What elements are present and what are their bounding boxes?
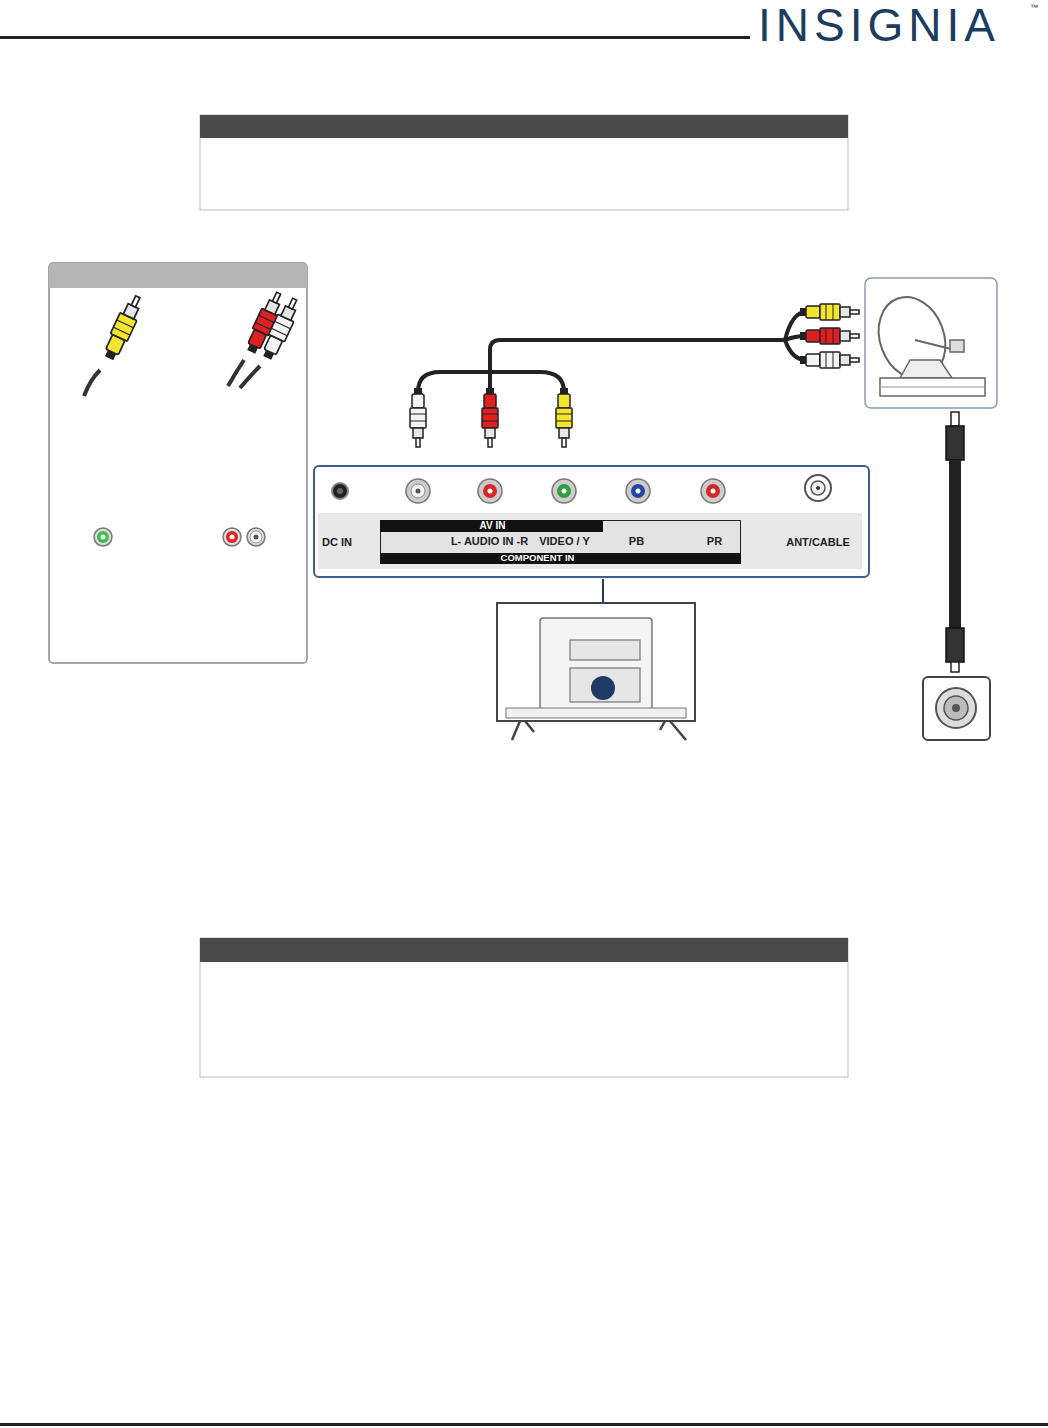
art-path xyxy=(84,370,100,396)
art-circle xyxy=(250,531,262,543)
art-rect xyxy=(946,628,964,662)
art-rect xyxy=(923,677,990,740)
art-rect xyxy=(0,36,750,39)
art-use xyxy=(259,295,302,361)
composite-av-cable xyxy=(410,304,859,447)
art-circle xyxy=(337,488,343,494)
trademark-mark: ™ xyxy=(1030,4,1038,12)
art-circle xyxy=(805,475,831,501)
art-circle xyxy=(247,528,265,546)
art-line xyxy=(915,340,955,350)
art-rect xyxy=(880,378,985,396)
art-circle xyxy=(97,531,109,543)
satellite-receiver xyxy=(865,278,997,408)
connector-panel-art xyxy=(318,475,862,569)
port-label: COMPONENT IN xyxy=(501,553,575,563)
art-rect xyxy=(200,938,848,1077)
art-use xyxy=(800,352,859,368)
art-rect xyxy=(951,412,959,426)
art-circle xyxy=(406,479,430,503)
art-path xyxy=(49,263,307,288)
art-rect xyxy=(318,513,862,569)
art-path xyxy=(900,360,952,378)
art-rect xyxy=(951,662,959,672)
art-rect xyxy=(865,278,997,408)
port-label: VIDEO / Y xyxy=(539,536,590,547)
art-rect xyxy=(950,340,964,352)
art-circle xyxy=(636,489,641,494)
art-path xyxy=(228,360,244,386)
art-rect xyxy=(570,640,640,660)
art-use xyxy=(101,293,146,362)
art-circle xyxy=(332,483,348,499)
input-label-box: AV IN COMPONENT IN L- AUDIO IN -R VIDEO / Y… xyxy=(380,520,741,564)
art-rect xyxy=(949,460,961,628)
art-rect xyxy=(497,603,695,721)
art-path xyxy=(490,340,785,392)
art-circle xyxy=(94,528,112,546)
art-use xyxy=(482,388,498,447)
art-rect xyxy=(200,938,848,962)
rca-jacks xyxy=(406,479,725,503)
art-rect xyxy=(946,426,964,460)
art-ellipse xyxy=(868,288,957,389)
art-circle xyxy=(226,531,238,543)
art-circle xyxy=(478,479,502,503)
art-circle xyxy=(811,481,825,495)
art-circle xyxy=(626,479,650,503)
art-rect xyxy=(200,115,848,210)
art-use xyxy=(800,328,859,344)
tv-rear-view xyxy=(497,579,695,740)
art-circle xyxy=(230,535,235,540)
input-group-band: AV IN xyxy=(380,520,603,532)
art-circle xyxy=(631,484,645,498)
coaxial-cable xyxy=(946,412,964,672)
art-circle xyxy=(557,484,571,498)
note-box xyxy=(200,115,848,210)
art-rect xyxy=(49,263,307,663)
note-box xyxy=(200,938,848,1077)
port-label: PB xyxy=(629,536,644,547)
port-label: AV IN xyxy=(480,521,506,531)
art-circle xyxy=(591,676,615,700)
art-circle xyxy=(952,704,960,712)
art-rect xyxy=(0,1423,1048,1426)
art-circle xyxy=(944,696,968,720)
art-rect xyxy=(540,618,652,710)
art-rect xyxy=(506,708,686,718)
art-circle xyxy=(706,484,720,498)
art-circle xyxy=(101,535,106,540)
art-rect xyxy=(200,115,848,138)
input-group-band: COMPONENT IN xyxy=(380,553,741,564)
art-circle xyxy=(416,489,421,494)
connector-panel: AV IN COMPONENT IN L- AUDIO IN -R VIDEO / Y… xyxy=(313,465,870,578)
art-use xyxy=(410,388,426,447)
art-circle xyxy=(711,489,716,494)
port-label: PR xyxy=(707,536,722,547)
wall-outlet xyxy=(923,677,990,740)
brand-logo: INSIGNIA xyxy=(758,2,1000,48)
art-circle xyxy=(701,479,725,503)
art-circle xyxy=(562,489,567,494)
art-circle xyxy=(411,484,425,498)
art-circle xyxy=(488,489,493,494)
art-circle xyxy=(483,484,497,498)
port-label: DC IN xyxy=(322,537,352,548)
art-circle xyxy=(552,479,576,503)
art-use xyxy=(556,388,572,447)
art-path xyxy=(240,366,260,388)
art-circle xyxy=(816,486,820,490)
art-circle xyxy=(223,528,241,546)
art-line xyxy=(880,387,985,388)
art-circle xyxy=(254,535,259,540)
art-rect xyxy=(570,668,640,702)
port-label: ANT/CABLE xyxy=(786,537,850,548)
art-path xyxy=(512,721,686,740)
port-label: L- AUDIO IN -R xyxy=(451,536,528,547)
art-use xyxy=(800,304,859,320)
art-circle xyxy=(936,688,976,728)
cable-legend-panel xyxy=(49,263,307,663)
page-rules xyxy=(0,36,1048,1426)
